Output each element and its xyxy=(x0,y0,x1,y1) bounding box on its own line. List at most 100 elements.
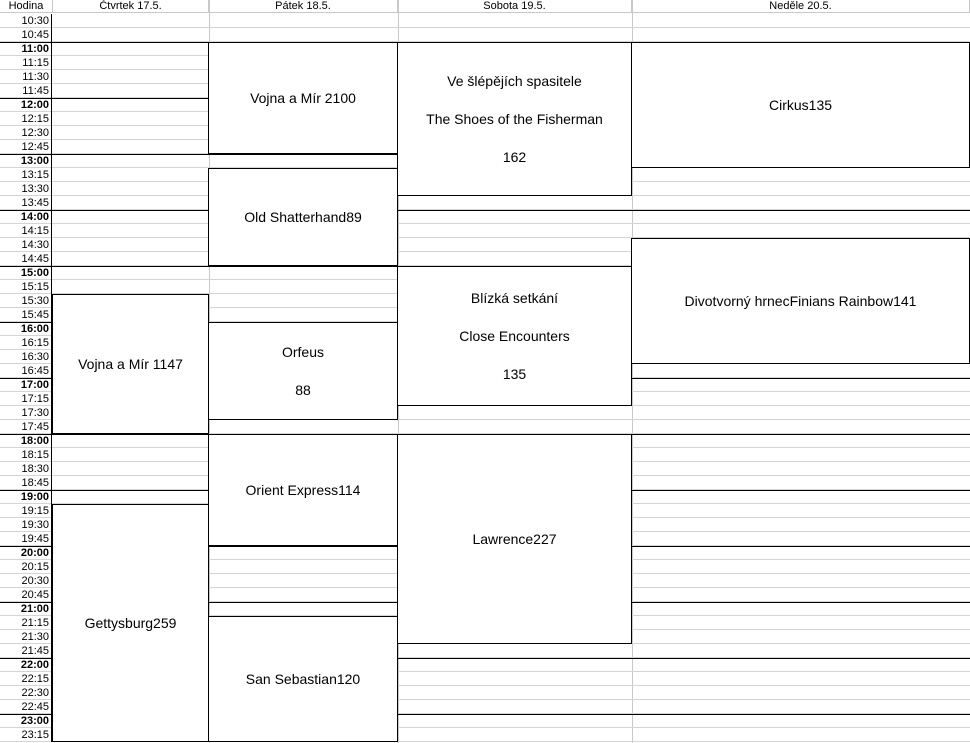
time-label: 14:15 xyxy=(0,224,52,238)
grid-row[interactable] xyxy=(0,644,970,658)
time-label: 16:30 xyxy=(0,350,52,364)
event-block[interactable]: Vojna a Mír 2100 xyxy=(208,42,398,154)
time-label: 18:30 xyxy=(0,462,52,476)
grid-row[interactable] xyxy=(0,406,970,420)
time-label: 10:45 xyxy=(0,28,52,42)
time-label: 11:45 xyxy=(0,84,52,98)
time-label: 18:00 xyxy=(0,434,52,448)
grid-row[interactable] xyxy=(0,658,970,672)
event-title: 88 xyxy=(295,382,311,398)
event-title: Old Shatterhand89 xyxy=(244,209,362,225)
event-block[interactable]: San Sebastian120 xyxy=(208,616,398,742)
event-block[interactable]: Cirkus135 xyxy=(631,42,970,168)
grid-row[interactable] xyxy=(0,210,970,224)
time-label: 21:00 xyxy=(0,602,52,616)
time-label: 12:45 xyxy=(0,140,52,154)
grid-row[interactable] xyxy=(0,28,970,42)
header-hour: Hodina xyxy=(0,0,53,13)
event-block[interactable]: Vojna a Mír 1147 xyxy=(52,294,209,434)
grid-row[interactable] xyxy=(0,420,970,434)
header-day-saturday[interactable]: Sobota 19.5. xyxy=(398,0,632,13)
time-label: 15:30 xyxy=(0,294,52,308)
time-label: 23:00 xyxy=(0,714,52,728)
event-title: San Sebastian120 xyxy=(245,671,361,687)
grid-row[interactable] xyxy=(0,252,970,266)
time-label: 16:15 xyxy=(0,336,52,350)
event-title: Divotvorný hrnecFinians Rainbow141 xyxy=(684,293,917,309)
time-label: 23:15 xyxy=(0,728,52,742)
event-title: The Shoes of the Fisherman xyxy=(426,111,603,127)
time-label: 17:15 xyxy=(0,392,52,406)
column-divider xyxy=(632,0,633,743)
time-label: 15:45 xyxy=(0,308,52,322)
time-label: 15:00 xyxy=(0,266,52,280)
grid-row[interactable] xyxy=(0,238,970,252)
header-day-sunday[interactable]: Neděle 20.5. xyxy=(632,0,970,13)
grid-row[interactable] xyxy=(0,686,970,700)
event-block[interactable]: Lawrence227 xyxy=(397,434,632,644)
time-label: 13:45 xyxy=(0,196,52,210)
time-label: 16:45 xyxy=(0,364,52,378)
time-label: 11:30 xyxy=(0,70,52,84)
time-label: 11:15 xyxy=(0,56,52,70)
event-title: Vojna a Mír 2100 xyxy=(250,90,356,106)
time-label: 22:45 xyxy=(0,700,52,714)
time-label: 18:45 xyxy=(0,476,52,490)
time-label: 21:30 xyxy=(0,630,52,644)
time-label: 16:00 xyxy=(0,322,52,336)
event-title: Vojna a Mír 1147 xyxy=(78,356,183,372)
time-label: 20:30 xyxy=(0,574,52,588)
grid-row[interactable] xyxy=(0,672,970,686)
time-label: 19:30 xyxy=(0,518,52,532)
time-label: 21:45 xyxy=(0,644,52,658)
event-block[interactable]: Old Shatterhand89 xyxy=(208,168,398,266)
time-label: 10:30 xyxy=(0,14,52,28)
time-label: 20:45 xyxy=(0,588,52,602)
time-label: 15:15 xyxy=(0,280,52,294)
event-block[interactable]: Orfeus 88 xyxy=(208,322,398,420)
time-label: 12:00 xyxy=(0,98,52,112)
time-label: 22:30 xyxy=(0,686,52,700)
time-label: 17:45 xyxy=(0,420,52,434)
event-block[interactable]: Divotvorný hrnecFinians Rainbow141 xyxy=(631,238,970,364)
event-title: Ve šlépějích spasitele xyxy=(447,73,582,89)
event-title: Lawrence227 xyxy=(472,531,557,547)
time-label: 20:15 xyxy=(0,560,52,574)
event-title: 135 xyxy=(502,366,527,382)
grid-row[interactable] xyxy=(0,224,970,238)
grid-row[interactable] xyxy=(0,14,970,28)
time-label: 18:15 xyxy=(0,448,52,462)
time-label: 19:45 xyxy=(0,532,52,546)
time-label: 20:00 xyxy=(0,546,52,560)
time-label: 13:00 xyxy=(0,154,52,168)
time-label: 19:00 xyxy=(0,490,52,504)
time-label: 11:00 xyxy=(0,42,52,56)
event-title: 162 xyxy=(502,149,527,165)
event-title: Cirkus135 xyxy=(768,97,833,113)
time-label: 17:30 xyxy=(0,406,52,420)
time-label: 21:15 xyxy=(0,616,52,630)
grid-row[interactable] xyxy=(0,700,970,714)
event-title: Orient Express114 xyxy=(245,482,361,498)
time-label: 22:00 xyxy=(0,658,52,672)
grid-row[interactable] xyxy=(0,196,970,210)
event-title: Blízká setkání xyxy=(470,290,559,306)
time-label: 12:15 xyxy=(0,112,52,126)
time-label: 13:30 xyxy=(0,182,52,196)
time-label: 19:15 xyxy=(0,504,52,518)
grid-row[interactable] xyxy=(0,728,970,742)
event-block[interactable]: Orient Express114 xyxy=(208,434,398,546)
grid-row[interactable] xyxy=(0,714,970,728)
time-label: 22:15 xyxy=(0,672,52,686)
event-title: Orfeus xyxy=(281,344,324,360)
time-label: 14:45 xyxy=(0,252,52,266)
event-block[interactable]: Gettysburg259 xyxy=(52,504,209,742)
event-title: Close Encounters xyxy=(459,328,570,344)
time-label: 14:30 xyxy=(0,238,52,252)
time-label: 14:00 xyxy=(0,210,52,224)
time-label: 12:30 xyxy=(0,126,52,140)
header-day-thursday[interactable]: Čtvrtek 17.5. xyxy=(53,0,209,13)
header-day-friday[interactable]: Pátek 18.5. xyxy=(209,0,398,13)
